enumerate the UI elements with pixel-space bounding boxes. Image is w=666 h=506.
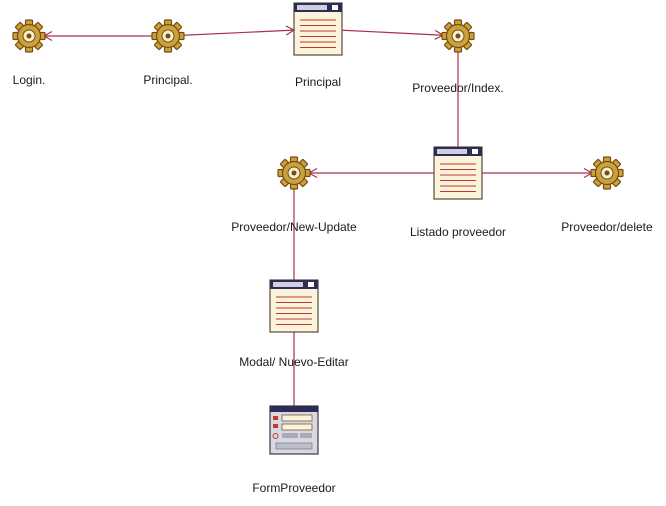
client-page-icon[interactable] (269, 279, 319, 333)
gear-icon[interactable] (590, 156, 624, 190)
gear-icon[interactable] (12, 19, 46, 53)
gear-icon[interactable] (277, 156, 311, 190)
form-icon[interactable] (269, 405, 319, 455)
connector-principal-page-to-proveedor-index (339, 29, 445, 40)
label-proveedor-new-update: Proveedor/New-Update (231, 220, 357, 234)
connector-listado-proveedor-to-proveedor-new-update (307, 167, 436, 179)
label-principal-server: Principal. (143, 73, 193, 87)
client-page-icon[interactable] (433, 146, 483, 200)
client-page-icon[interactable] (293, 2, 343, 56)
connector-principal-server-to-login (42, 30, 155, 42)
gear-icon[interactable] (151, 19, 185, 53)
connector-principal-server-to-principal-page (180, 25, 296, 36)
label-proveedor-delete: Proveedor/delete (561, 220, 653, 234)
nodes-layer (12, 2, 624, 455)
label-login: Login. (12, 73, 46, 87)
connector-listado-proveedor-to-proveedor-delete (480, 167, 594, 179)
gear-icon[interactable] (441, 19, 475, 53)
label-modal-nuevo-editar: Modal/ Nuevo-Editar (239, 355, 349, 369)
label-listado-proveedor: Listado proveedor (409, 225, 507, 239)
label-principal-page: Principal (294, 75, 342, 89)
label-proveedor-index: Proveedor/Index. (412, 81, 504, 95)
label-form-proveedor: FormProveedor (252, 481, 336, 495)
